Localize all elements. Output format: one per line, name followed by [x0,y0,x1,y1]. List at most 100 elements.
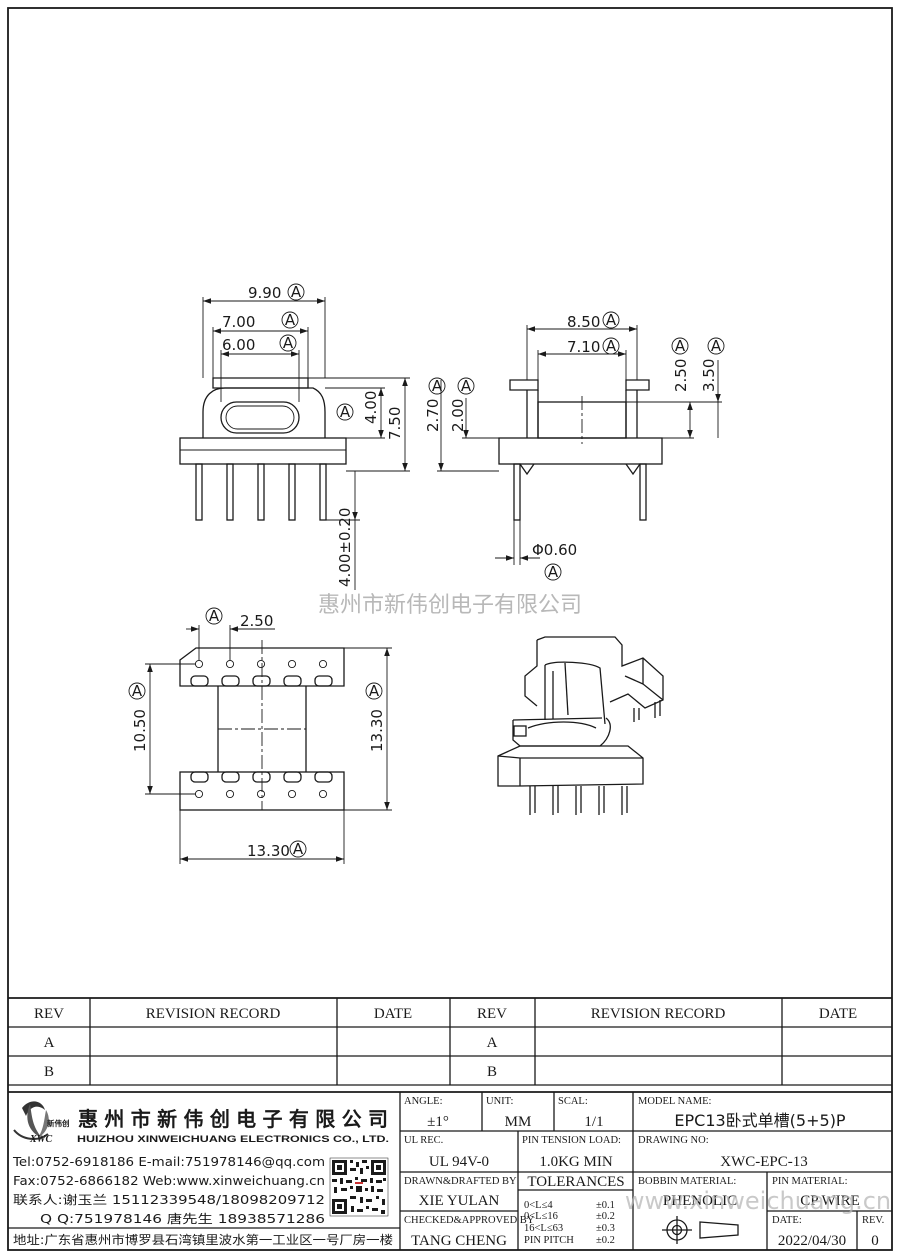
revision-header-record: REVISION RECORD [591,1006,726,1022]
model-name-value: EPC13卧式单槽(5+5)P [674,1111,846,1130]
tolerance-range: 0<L≤16 [524,1211,558,1222]
isometric-view [497,636,664,815]
checked-by-label: CHECKED&APPROVED BY [404,1215,535,1226]
dim-pin-length: 4.00±0.20 [336,508,354,587]
dim-front-height-total: 7.50 [386,407,404,440]
drawn-by-label: DRAWN&DRAFTED BY [404,1176,517,1187]
bottom-view: A 2.50 A 10.50 A 13.30 13.30 A [128,607,392,864]
sheet-border [7,7,893,1251]
revision-row-rev: A [44,1035,55,1051]
tolerance-range: 0<L≤4 [524,1200,553,1211]
tolerance-range: 16<L≤63 [524,1223,563,1234]
rev-value: 0 [871,1233,879,1249]
title-block: ANGLE: ±1° UNIT: MM SCAL: 1/1 MODEL NAME… [399,1092,892,1250]
angle-label: ANGLE: [404,1096,443,1107]
datum-a-marker: A [283,334,294,352]
side-view: 8.50 A 7.10 A A 2.70 A 2.00 A 2.50 A 3.5… [424,311,725,581]
company-logo: 新伟创 XWC [13,1101,70,1145]
datum-a-marker: A [369,682,380,700]
dim-front-height-window: 4.00 [362,391,380,424]
company-name-cn: 惠州市新伟创电子有限公司 [78,1107,388,1131]
ul-rec-value: UL 94V-0 [429,1154,489,1170]
unit-value: MM [505,1114,532,1130]
datum-a-marker: A [285,311,296,329]
watermark-company: 惠州市新伟创电子有限公司 [318,593,582,618]
drawing-no-value: XWC-EPC-13 [720,1154,808,1170]
revision-header-date: DATE [374,1006,412,1022]
dim-side-height-b: 2.00 [449,399,467,432]
dim-side-height-a: 2.70 [424,399,442,432]
tolerance-value: ±0.1 [596,1200,615,1211]
tolerance-value: ±0.3 [596,1223,615,1234]
bobbin-material-value: PHENOLIC [663,1193,737,1209]
datum-a-marker: A [606,311,617,329]
angle-value: ±1° [427,1114,449,1130]
dim-pin-pitch: 2.50 [240,612,273,630]
tolerance-value: ±0.2 [596,1211,615,1222]
datum-a-marker: A [675,337,686,355]
datum-a-marker: A [340,403,351,421]
qr-code [329,1157,389,1217]
datum-a-marker: A [461,377,472,395]
datum-a-marker: A [293,840,304,858]
watermark-website: www.xinweichuang.cn [625,1187,891,1215]
projection-symbol-icon [662,1216,739,1244]
revision-row-rev: B [44,1064,54,1080]
datum-a-marker: A [132,682,143,700]
dim-bottom-overall-height: 13.30 [368,709,386,752]
dim-bottom-overall-width: 13.30 [247,842,290,860]
dim-pin-diameter: Φ0.60 [532,541,577,559]
dim-side-width-inner: 7.10 [567,338,600,356]
logo-text: 新伟创 [47,1118,70,1128]
pin-material-label: PIN MATERIAL: [772,1176,848,1187]
pin-material-value: CP WIRE [800,1193,860,1209]
datum-a-marker: A [548,563,559,581]
dim-front-width-outer: 9.90 [248,284,281,302]
drawing-no-label: DRAWING NO: [638,1135,709,1146]
datum-a-marker: A [291,283,302,301]
unit-label: UNIT: [486,1096,514,1107]
logo-abbr: XWC [29,1134,53,1145]
revision-row-rev: A [487,1035,498,1051]
datum-a-marker: A [432,377,443,395]
company-name-en: HUIZHOU XINWEICHUANG ELECTRONICS CO., LT… [77,1134,389,1145]
revision-header-rev: REV [34,1006,64,1022]
scale-value: 1/1 [584,1114,603,1130]
front-view: 9.90 A 7.00 A 6.00 A 4.00 A 7.50 4.00±0.… [179,283,410,590]
datum-a-marker: A [606,337,617,355]
dim-side-height-d: 3.50 [700,359,718,392]
date-value: 2022/04/30 [778,1233,846,1249]
bobbin-material-label: BOBBIN MATERIAL: [638,1176,736,1187]
company-contact-tel: Tel:0752-6918186 E-mail:751978146@qq.com [12,1155,325,1169]
revision-row-rev: B [487,1064,497,1080]
tolerance-value: ±0.2 [596,1235,615,1246]
datum-a-marker: A [711,337,722,355]
company-address: 地址:广东省惠州市博罗县石湾镇里波水第一工业区一号厂房一楼 [13,1232,393,1247]
dim-bottom-pin-span: 10.50 [131,709,149,752]
dim-side-width-outer: 8.50 [567,313,600,331]
pin-tension-value: 1.0KG MIN [539,1154,612,1170]
model-name-label: MODEL NAME: [638,1096,711,1107]
tolerance-range: PIN PITCH [524,1235,574,1246]
dim-front-width-mid: 7.00 [222,313,255,331]
pin-tension-label: PIN TENSION LOAD: [522,1135,621,1146]
dim-front-width-window: 6.00 [222,336,255,354]
checked-by-value: TANG CHENG [411,1233,507,1249]
revision-header-record: REVISION RECORD [146,1006,281,1022]
drawn-by-value: XIE YULAN [419,1193,500,1209]
dim-side-height-c: 2.50 [672,359,690,392]
date-label: DATE: [772,1215,802,1226]
datum-a-marker: A [209,607,220,625]
revision-header-date: DATE [819,1006,857,1022]
revision-header-rev: REV [477,1006,507,1022]
company-contact-qq: Q Q:751978146 唐先生 18938571286 [40,1211,325,1226]
company-contact-fax: Fax:0752-6866182 Web:www.xinweichuang.cn [13,1174,325,1188]
company-contact-person: 联系人:谢玉兰 15112339548/18098209712 [13,1192,325,1207]
rev-label: REV. [862,1215,884,1226]
scale-label: SCAL: [558,1096,588,1107]
revision-table: REV REVISION RECORD DATE REV REVISION RE… [8,997,892,1093]
tolerances-label: TOLERANCES [527,1174,624,1190]
ul-rec-label: UL REC. [404,1135,443,1146]
company-block: 新伟创 XWC 惠州市新伟创电子有限公司 HUIZHOU XINWEICHUAN… [8,1101,400,1247]
